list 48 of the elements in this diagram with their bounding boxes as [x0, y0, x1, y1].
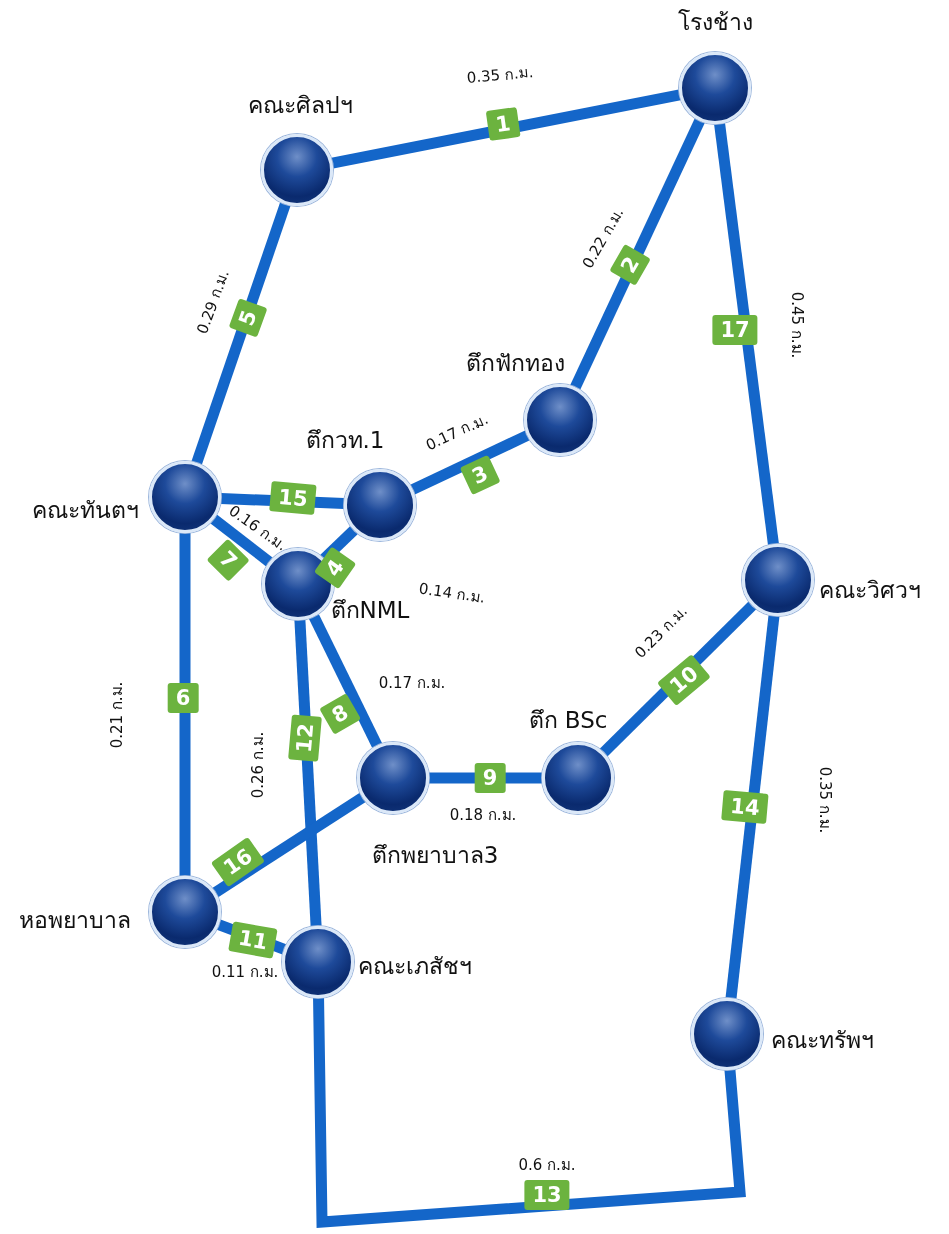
place-name: โรงช้าง — [677, 8, 753, 37]
distance-label: 0.26 ก.ม. — [248, 731, 268, 799]
edge-number-label: 11 — [228, 921, 278, 959]
distance-label: 0.6 ก.ม. — [518, 1155, 576, 1176]
edge-number-label: 1 — [485, 107, 521, 141]
path-line — [331, 89, 681, 169]
edge-number-label: 5 — [228, 298, 268, 338]
place-name: ตึกNML — [330, 596, 410, 625]
place-name: คณะศิลปฯ — [247, 91, 353, 120]
distance-label: 0.35 ก.ม. — [815, 766, 835, 834]
place-name: ตึก BSc — [528, 706, 608, 735]
place-name: คณะวิศวฯ — [819, 576, 921, 605]
distance-label: 0.14 ก.ม. — [417, 578, 487, 609]
edge-number-label: 12 — [288, 714, 322, 762]
distance-label: 0.17 ก.ม. — [378, 673, 446, 694]
path-line — [179, 533, 191, 876]
distance-label: 0.17 ก.ม. — [421, 408, 493, 457]
edge-number-label: 17 — [712, 315, 758, 345]
edge-number-label: 14 — [721, 790, 769, 824]
path-line — [210, 514, 273, 567]
distance-label: 0.35 ก.ม. — [465, 62, 535, 89]
edge-number-label: 2 — [609, 244, 651, 286]
edge-number-label: 7 — [206, 538, 250, 582]
path-line — [308, 613, 383, 749]
path-line — [410, 430, 530, 495]
place-name: ตึกวท.1 — [305, 426, 385, 455]
distance-label: 0.21 ก.ม. — [107, 681, 127, 749]
path-line — [294, 619, 322, 927]
path-line — [570, 118, 705, 390]
distance-label: 0.18 ก.ม. — [449, 805, 517, 826]
place-name: คณะทรัพฯ — [770, 1026, 874, 1055]
edge-number-label: 15 — [269, 481, 317, 515]
path-line — [725, 615, 780, 999]
path-line — [313, 997, 746, 1228]
place-name: คณะทันตฯ — [31, 496, 139, 525]
path-line — [212, 792, 366, 898]
place-name: หอพยาบาล — [19, 906, 131, 935]
place-name: ตึกฟักทอง — [465, 349, 565, 378]
edge-number-label: 9 — [474, 763, 506, 793]
place-name: คณะเภสัชฯ — [358, 952, 472, 981]
edge-number-label: 6 — [167, 683, 199, 713]
place-name: ตึกพยาบาล3 — [371, 841, 499, 870]
distance-label: 0.11 ก.ม. — [211, 962, 279, 983]
edge-number-label: 10 — [657, 653, 711, 707]
path-line — [191, 202, 291, 465]
edge-number-label: 13 — [524, 1180, 570, 1210]
path-line — [714, 123, 779, 545]
distance-label: 0.45 ก.ม. — [787, 291, 807, 359]
